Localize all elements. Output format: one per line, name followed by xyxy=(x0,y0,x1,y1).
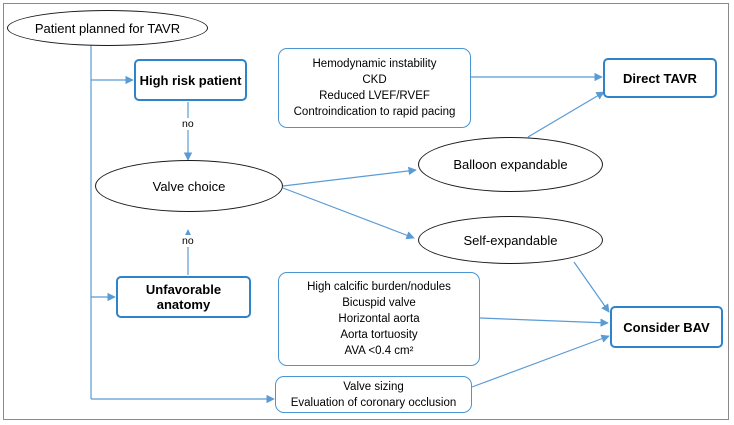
balloon-expandable-node: Balloon expandable xyxy=(418,137,603,192)
criteria-line: Reduced LVEF/RVEF xyxy=(319,90,430,102)
self-expandable-label: Self-expandable xyxy=(463,232,558,248)
start-node: Patient planned for TAVR xyxy=(7,10,208,46)
high-risk-label: High risk patient xyxy=(139,72,242,88)
valve-choice-node: Valve choice xyxy=(95,160,283,212)
criteria-line: Controindication to rapid pacing xyxy=(293,106,456,118)
diagram-frame xyxy=(3,3,729,420)
unfavorable-anatomy-label: Unfavorable anatomy xyxy=(145,282,222,312)
high-risk-box: High risk patient xyxy=(134,59,247,101)
criteria-line: Horizontal aorta xyxy=(338,313,420,325)
criteria-line: Evaluation of coronary occlusion xyxy=(290,396,457,409)
unfavorable-anatomy-box: Unfavorable anatomy xyxy=(116,276,251,318)
arrow-valve-to-balloon xyxy=(282,166,417,187)
no-label-top: no xyxy=(182,118,194,130)
valve-sizing-box: Valve sizing Evaluation of coronary occl… xyxy=(275,376,472,413)
criteria-line: Hemodynamic instability xyxy=(312,58,437,70)
criteria-line: High calcific burden/nodules xyxy=(307,281,451,293)
arrow-balloon-to-direct xyxy=(527,91,605,138)
anatomy-criteria-box: High calcific burden/nodules Bicuspid va… xyxy=(278,272,480,366)
criteria-line: AVA <0.4 cm² xyxy=(344,345,414,357)
criteria-line: CKD xyxy=(362,74,387,86)
direct-tavr-label: Direct TAVR xyxy=(623,70,697,86)
criteria-line: Aorta tortuosity xyxy=(340,329,418,341)
hemodynamic-criteria-box: Hemodynamic instability CKD Reduced LVEF… xyxy=(278,48,471,128)
consider-bav-label: Consider BAV xyxy=(623,319,710,335)
start-node-label: Patient planned for TAVR xyxy=(34,20,181,36)
valve-choice-label: Valve choice xyxy=(152,178,226,194)
no-label-bottom: no xyxy=(182,235,194,247)
direct-tavr-box: Direct TAVR xyxy=(603,58,717,98)
criteria-line: Bicuspid valve xyxy=(342,297,416,309)
consider-bav-box: Consider BAV xyxy=(610,306,723,348)
arrow-self-to-bav xyxy=(573,261,610,313)
arrow-sizing-to-bav xyxy=(471,334,610,388)
self-expandable-node: Self-expandable xyxy=(418,216,603,264)
criteria-line: Valve sizing xyxy=(343,380,404,393)
arrow-valve-to-self xyxy=(282,187,415,240)
arrow-anatomy-to-bav xyxy=(479,317,609,327)
balloon-expandable-label: Balloon expandable xyxy=(453,157,568,172)
